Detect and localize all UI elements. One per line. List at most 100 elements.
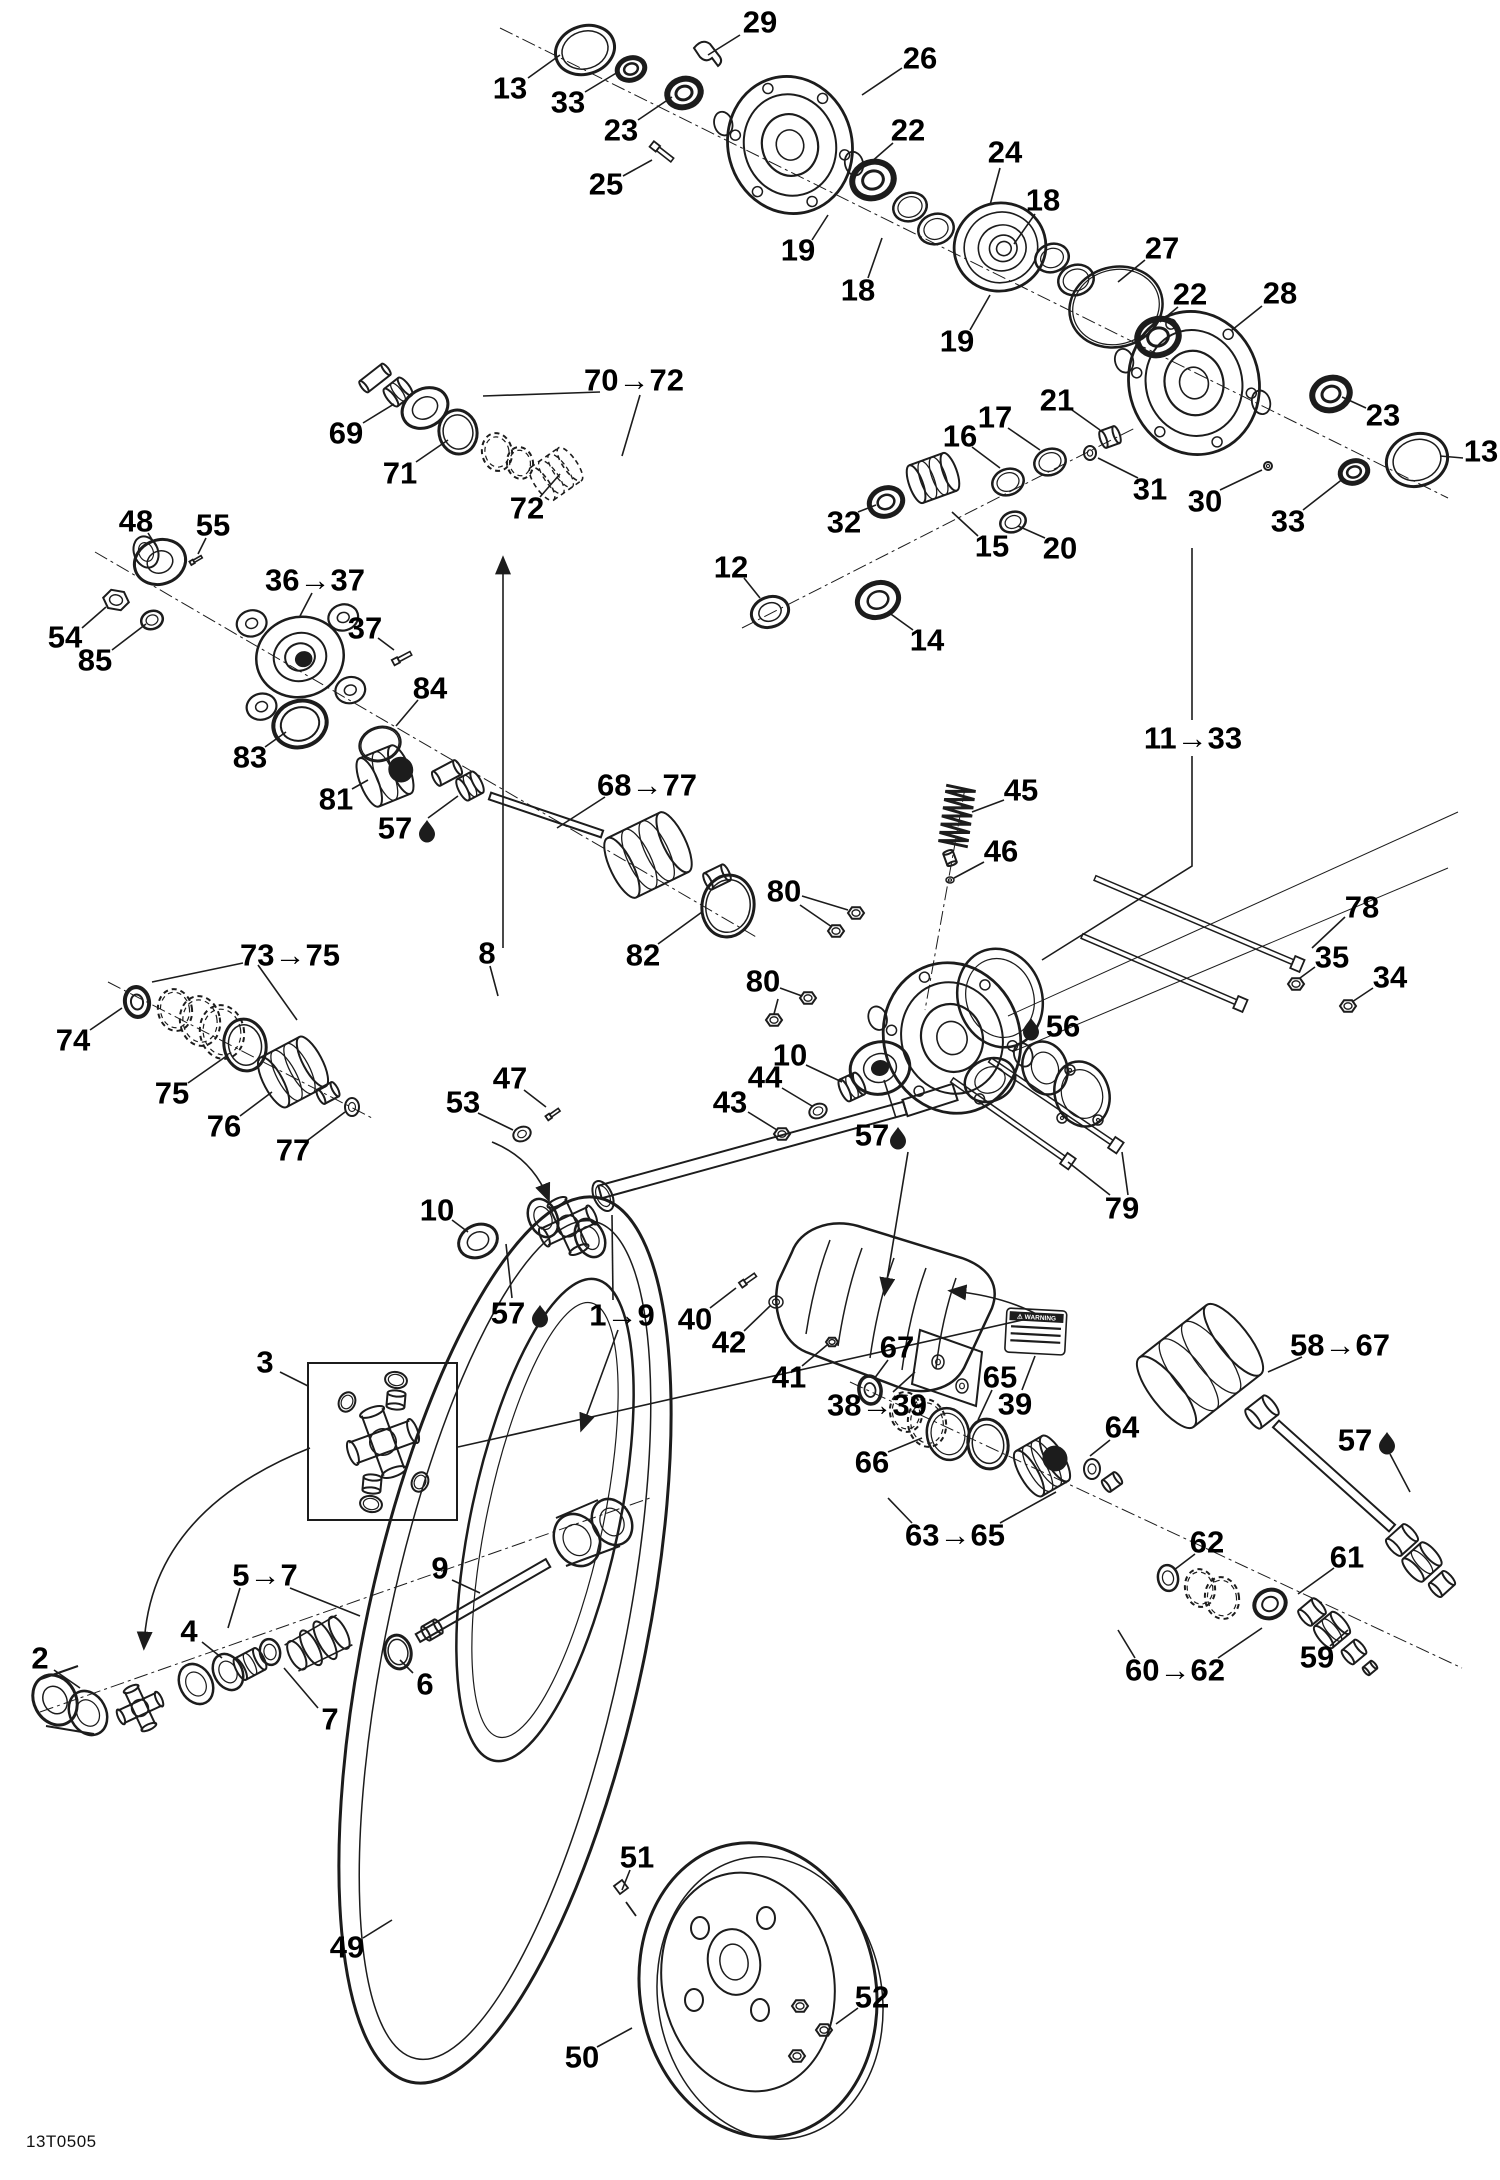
spline-60	[1203, 1576, 1241, 1620]
part-label-19: 19	[781, 233, 815, 268]
bearing-boss-57	[848, 1040, 912, 1096]
leader-line	[81, 606, 107, 629]
leader-line	[707, 34, 741, 56]
leader-line	[283, 1667, 319, 1709]
leader-line	[596, 2027, 633, 2048]
gearcase-housing	[867, 961, 1034, 1115]
part-label-53: 53	[446, 1085, 480, 1120]
part-label-6: 6	[416, 1667, 433, 1702]
skid-rib	[901, 1267, 927, 1371]
leader-line	[1439, 455, 1464, 459]
flange-hole	[1064, 1064, 1076, 1076]
nut-41	[824, 1336, 840, 1348]
leader-line	[1007, 427, 1041, 451]
part-label-39: 39	[998, 1387, 1032, 1422]
leader-line	[53, 1669, 81, 1689]
part-label-45: 45	[1004, 773, 1038, 808]
part-label-60-62: 60→62	[1125, 1653, 1225, 1688]
part-label-14: 14	[910, 623, 945, 658]
warning-title: ⚠ WARNING	[1017, 1313, 1056, 1323]
clamp-75	[222, 1017, 268, 1073]
construction-line	[1007, 811, 1459, 1017]
boot-66	[888, 1391, 924, 1433]
kit-oring	[410, 1471, 430, 1493]
leader-line	[351, 779, 369, 790]
leader-line	[801, 895, 849, 911]
leader-line	[999, 1491, 1057, 1524]
leader-line	[781, 1087, 813, 1107]
leader-line	[147, 532, 159, 550]
skid-plate-38	[775, 1222, 996, 1393]
tire-bead	[455, 1277, 635, 1763]
clamp-7	[258, 1637, 282, 1667]
leader-line	[747, 1111, 778, 1131]
pin-30	[1263, 461, 1273, 471]
washer-33	[1337, 458, 1371, 486]
leader-line	[299, 592, 313, 617]
leader-line	[415, 439, 449, 463]
leader-line	[1097, 457, 1139, 479]
leader-line	[1159, 306, 1179, 323]
lug-hole	[750, 1998, 770, 2022]
axis-centerline	[39, 1497, 651, 1713]
stub-69	[358, 362, 392, 394]
bracket-hole	[931, 1354, 945, 1370]
leader-line	[1021, 1355, 1036, 1391]
part-label-29: 29	[743, 5, 777, 40]
part-label-80: 80	[746, 964, 780, 999]
stub-steps	[1401, 1541, 1443, 1583]
leader-line	[773, 998, 779, 1015]
leader-line	[887, 1497, 913, 1524]
seal-12	[749, 594, 791, 630]
part-label-20: 20	[1043, 531, 1077, 566]
leader-line	[869, 142, 894, 164]
seal-13	[1384, 431, 1450, 489]
lug-nut-52	[787, 2049, 807, 2063]
bearing-61	[1252, 1587, 1288, 1621]
part-label-35: 35	[1315, 940, 1349, 975]
leader-line	[1297, 1567, 1335, 1595]
yoke-ear	[573, 1217, 607, 1259]
fitting-29	[692, 40, 723, 68]
leader-line	[1341, 396, 1367, 409]
washer-62	[1156, 1563, 1180, 1593]
part-label-36-37: 36→37	[265, 563, 365, 598]
part-label-8: 8	[478, 936, 495, 971]
axle-shaft-68	[487, 791, 605, 839]
bearing-22	[849, 158, 897, 202]
shim-18	[917, 212, 955, 246]
leader-line	[279, 1371, 309, 1387]
rim-hub	[706, 1928, 762, 1996]
leader-line	[1013, 213, 1036, 245]
bolt-40	[737, 1272, 758, 1289]
part-label-78: 78	[1345, 890, 1379, 925]
kit-oring	[384, 1370, 408, 1390]
kit-oring	[337, 1391, 357, 1413]
leader-line	[1219, 469, 1263, 491]
part-label-74: 74	[56, 1023, 91, 1058]
ring-74	[122, 985, 152, 1019]
coupler-15	[905, 451, 961, 505]
vent-spring-45	[938, 783, 976, 849]
pointer-arrow	[491, 1141, 551, 1203]
rear-yoke	[963, 1056, 1017, 1104]
yoke-9	[552, 1512, 602, 1568]
leader-line	[1017, 525, 1046, 539]
leader-line	[621, 1869, 631, 1891]
skid-rib	[869, 1257, 895, 1359]
bolt-47	[544, 1107, 562, 1122]
part-label-57: 57	[855, 1118, 889, 1153]
oring-84	[358, 725, 402, 763]
leader-line	[743, 1305, 771, 1332]
part-label-48: 48	[119, 504, 153, 539]
leader-line	[743, 577, 761, 599]
leader-line	[611, 1214, 614, 1301]
leader-line	[621, 394, 641, 457]
ring-67	[857, 1374, 883, 1406]
leader-line	[289, 1587, 361, 1617]
part-label-17: 17	[978, 400, 1012, 435]
stub-steps	[1384, 1523, 1420, 1557]
washer-53	[512, 1125, 532, 1143]
part-label-73-75: 73→75	[240, 938, 340, 973]
